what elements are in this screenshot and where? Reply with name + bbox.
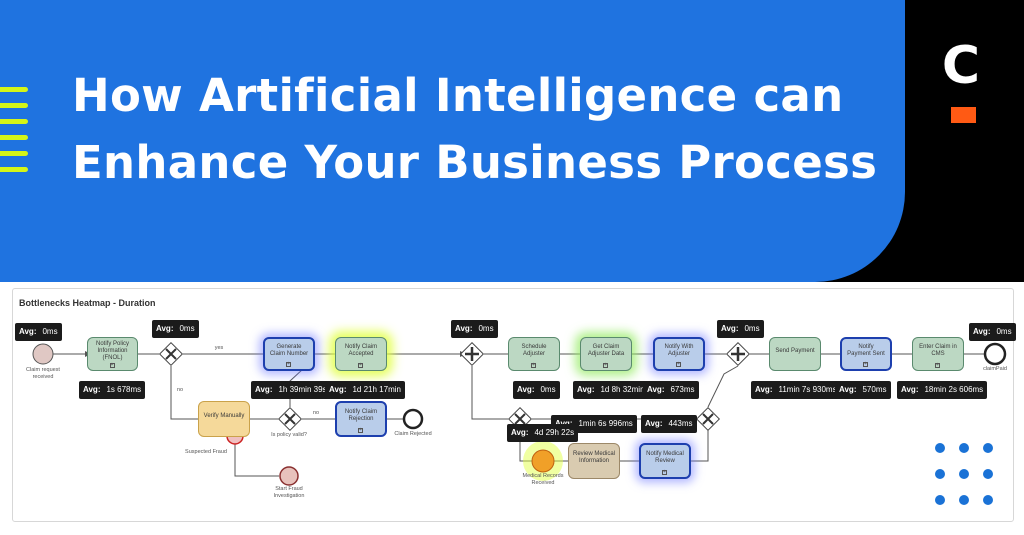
avg-badge-notify-medical-review: Avg:443ms bbox=[641, 415, 697, 433]
decorative-dot bbox=[983, 443, 993, 453]
exclusive-gateway-1[interactable] bbox=[158, 341, 184, 367]
subprocess-marker-icon: + bbox=[935, 362, 940, 368]
title-line-2: Enhance Your Business Process bbox=[72, 136, 878, 189]
label-yes: yes bbox=[214, 345, 224, 351]
subprocess-marker-icon: + bbox=[109, 362, 115, 368]
decorative-dot bbox=[935, 495, 945, 505]
subprocess-marker-icon: + bbox=[358, 427, 363, 433]
avg-badge-send-payment: Avg:11min 7s 930ms bbox=[751, 381, 841, 399]
brand-logo-letter: C bbox=[941, 36, 981, 96]
task-review-medical[interactable]: Review Medical Information bbox=[568, 443, 620, 479]
label-claim-paid: claimPaid bbox=[983, 366, 1007, 372]
task-notify-policy[interactable]: Notify Policy Information (FNOL)+ bbox=[87, 337, 138, 371]
subprocess-marker-icon: + bbox=[863, 361, 868, 367]
avg-badge-medical-records: Avg:4d 29h 22s bbox=[507, 424, 579, 442]
subprocess-marker-icon: + bbox=[286, 361, 291, 367]
stripe-decoration bbox=[0, 87, 28, 92]
task-send-payment[interactable]: Send Payment bbox=[769, 337, 821, 371]
brand-logo-accent bbox=[951, 107, 976, 123]
task-schedule-adjuster[interactable]: Schedule Adjuster+ bbox=[508, 337, 560, 371]
exclusive-gateway-join[interactable] bbox=[695, 406, 721, 432]
task-enter-claim-cms[interactable]: Enter Claim in CMS+ bbox=[912, 337, 964, 371]
avg-badge-start: Avg:0ms bbox=[15, 323, 62, 341]
stripe-decoration bbox=[0, 167, 28, 172]
label-no: no bbox=[312, 410, 320, 416]
avg-badge-parallel-inner: Avg:0ms bbox=[513, 381, 560, 399]
avg-badge-notify-claim-accepted: Avg:1d 21h 17min bbox=[325, 381, 405, 399]
title-line-1: How Artificial Intelligence can bbox=[72, 69, 844, 122]
label-claim-request-received: Claim request received bbox=[26, 367, 60, 380]
stripe-decoration bbox=[0, 119, 28, 124]
task-notify-claim-rejection[interactable]: Notify Claim Rejection+ bbox=[335, 401, 387, 437]
avg-badge-parallel-split: Avg:0ms bbox=[451, 320, 498, 338]
decorative-dot bbox=[935, 469, 945, 479]
page-title: How Artificial Intelligence can Enhance … bbox=[72, 62, 877, 196]
exclusive-gateway-policy-valid[interactable] bbox=[277, 406, 303, 432]
task-notify-medical-review[interactable]: Notify Medical Review+ bbox=[639, 443, 691, 479]
label-medical-records-received: Medical Records Received bbox=[522, 473, 564, 486]
heatmap-title: Bottlenecks Heatmap - Duration bbox=[19, 298, 156, 308]
decorative-dot bbox=[959, 495, 969, 505]
task-generate-claim[interactable]: Generate Claim Number+ bbox=[263, 337, 315, 371]
subprocess-marker-icon: + bbox=[603, 362, 608, 368]
avg-badge-notify-payment-sent: Avg:570ms bbox=[835, 381, 891, 399]
parallel-gateway-split[interactable] bbox=[459, 341, 485, 367]
label-no: no bbox=[176, 387, 184, 393]
task-notify-with-adjuster[interactable]: Notify With Adjuster+ bbox=[653, 337, 705, 371]
avg-badge-join: Avg:0ms bbox=[717, 320, 764, 338]
start-event[interactable] bbox=[32, 343, 54, 365]
avg-badge-gateway: Avg:0ms bbox=[152, 320, 199, 338]
task-verify-manually[interactable]: Verify Manually bbox=[198, 401, 250, 437]
label-suspected-fraud: Suspected Fraud bbox=[185, 449, 227, 455]
avg-badge-enter-claim-cms: Avg:18min 2s 606ms bbox=[897, 381, 988, 399]
stripe-decoration bbox=[0, 135, 28, 140]
decorative-dot bbox=[959, 443, 969, 453]
claim-paid-end-event[interactable] bbox=[983, 342, 1007, 366]
bottlenecks-heatmap-panel: Bottlenecks Heatmap - Duration Notify Po… bbox=[12, 288, 1016, 522]
avg-badge-end: Avg:0ms bbox=[969, 323, 1016, 341]
decorative-dot bbox=[935, 443, 945, 453]
header-banner: How Artificial Intelligence can Enhance … bbox=[0, 0, 1024, 282]
stripe-decoration bbox=[0, 103, 28, 108]
subprocess-marker-icon: + bbox=[358, 362, 363, 368]
banner-blue-panel bbox=[0, 0, 905, 282]
label-is-policy-valid: Is policy valid? bbox=[271, 432, 307, 438]
label-claim-rejected: Claim Rejected bbox=[394, 431, 432, 437]
decorative-dot bbox=[983, 495, 993, 505]
avg-badge-get-claim-adjuster: Avg:1d 8h 32min bbox=[573, 381, 649, 399]
fraud-investigation-event[interactable] bbox=[279, 466, 299, 486]
stripe-decoration bbox=[0, 151, 28, 156]
avg-badge-generate-claim: Avg:1h 39min 39s bbox=[251, 381, 331, 399]
subprocess-marker-icon: + bbox=[531, 362, 536, 368]
subprocess-marker-icon: + bbox=[676, 361, 681, 367]
avg-badge-notify-policy: Avg:1s 678ms bbox=[79, 381, 146, 399]
medical-records-event[interactable] bbox=[531, 449, 555, 473]
decorative-dot bbox=[959, 469, 969, 479]
decorative-dot bbox=[983, 469, 993, 479]
claim-rejected-end-event[interactable] bbox=[402, 408, 424, 430]
task-notify-payment-sent[interactable]: Notify Payment Sent+ bbox=[840, 337, 892, 371]
avg-badge-notify-with-adjuster: Avg:673ms bbox=[643, 381, 699, 399]
task-get-claim-adjuster[interactable]: Get Claim Adjuster Data+ bbox=[580, 337, 632, 371]
subprocess-marker-icon: + bbox=[662, 469, 667, 475]
label-start-fraud-investigation: Start Fraud Investigation bbox=[273, 486, 305, 499]
parallel-gateway-join[interactable] bbox=[725, 341, 751, 367]
task-notify-claim-accepted[interactable]: Notify Claim Accepted+ bbox=[335, 337, 387, 371]
